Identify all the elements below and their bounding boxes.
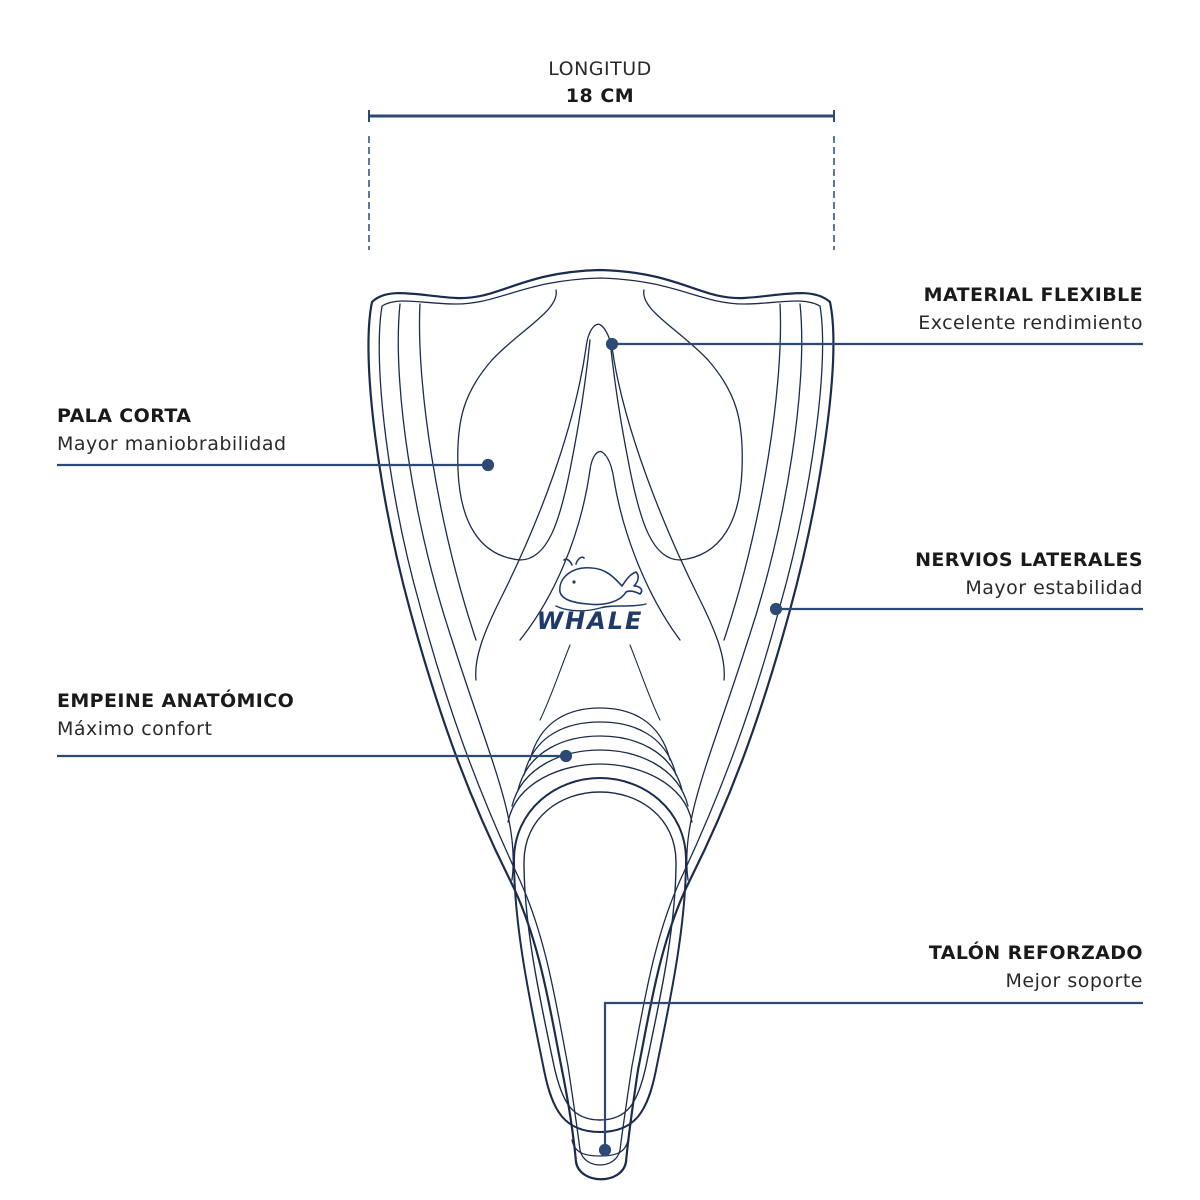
callout-nervios-laterales: NERVIOS LATERALES Mayor estabilidad: [915, 549, 1143, 601]
dimension-title: LONGITUD: [548, 58, 652, 80]
brand-wordmark: WHALE: [536, 607, 644, 635]
callout-subtitle: Mejor soporte: [1005, 969, 1143, 992]
instep-ring-1: [529, 707, 671, 761]
callout-title: MATERIAL FLEXIBLE: [923, 284, 1143, 306]
leader-dot-pala: [481, 458, 495, 472]
leader-dot-nervios: [769, 602, 783, 616]
whale-icon: [555, 556, 647, 612]
callout-subtitle: Excelente rendimiento: [918, 311, 1143, 334]
instep-ring-2: [523, 721, 677, 776]
leader-dot-empeine: [559, 749, 573, 763]
central-rib-lower-left: [519, 469, 591, 641]
right-lateral-rib: [686, 303, 803, 881]
fin-outer-contour: [367, 268, 835, 1181]
callout-material-flexible: MATERIAL FLEXIBLE Excelente rendimiento: [918, 284, 1143, 336]
callout-title: EMPEINE ANATÓMICO: [57, 690, 295, 712]
callout-subtitle: Máximo confort: [57, 717, 213, 740]
dimension-label: LONGITUD 18 CM: [500, 56, 700, 109]
callout-pala-corta: PALA CORTA Mayor maniobrabilidad: [57, 405, 287, 457]
leader-talon: [603, 1001, 1143, 1150]
left-blade-panel: [457, 289, 591, 561]
callout-subtitle: Mayor estabilidad: [965, 576, 1143, 599]
callout-title: NERVIOS LATERALES: [915, 549, 1143, 571]
callout-talon-reforzado: TALÓN REFORZADO Mejor soporte: [929, 942, 1143, 994]
callout-empeine-anatomico: EMPEINE ANATÓMICO Máximo confort: [57, 690, 294, 742]
central-rib-upper-left: [475, 347, 587, 681]
pocket-guide-left: [539, 644, 571, 721]
callout-subtitle: Mayor maniobrabilidad: [57, 432, 287, 455]
leader-dot-talon: [598, 1143, 612, 1157]
fin-outline: [367, 268, 835, 1181]
instep-ring-4: [511, 749, 689, 807]
right-lateral-rib-inner: [723, 303, 782, 641]
instep-ring-5: [507, 763, 693, 823]
foot-pocket-outer: [513, 777, 687, 1133]
central-rib-lower: [589, 450, 681, 641]
foot-pocket-inner: [523, 791, 677, 1121]
heel-tab: [571, 1139, 629, 1157]
fin-inner-rim: [378, 277, 824, 1166]
callout-title: TALÓN REFORZADO: [928, 942, 1143, 964]
left-lateral-rib-inner: [418, 303, 477, 641]
left-lateral-rib: [397, 303, 514, 881]
central-rib-upper: [585, 323, 725, 681]
dimension-value: 18 CM: [565, 84, 635, 107]
right-blade-panel: [609, 289, 743, 561]
callout-title: PALA CORTA: [57, 405, 192, 427]
callout-leaders: [57, 337, 1143, 1157]
leader-dot-material: [605, 337, 619, 351]
pocket-guide-right: [629, 644, 661, 721]
instep-ring-3: [517, 735, 683, 791]
dimension-indicator: [368, 110, 835, 250]
